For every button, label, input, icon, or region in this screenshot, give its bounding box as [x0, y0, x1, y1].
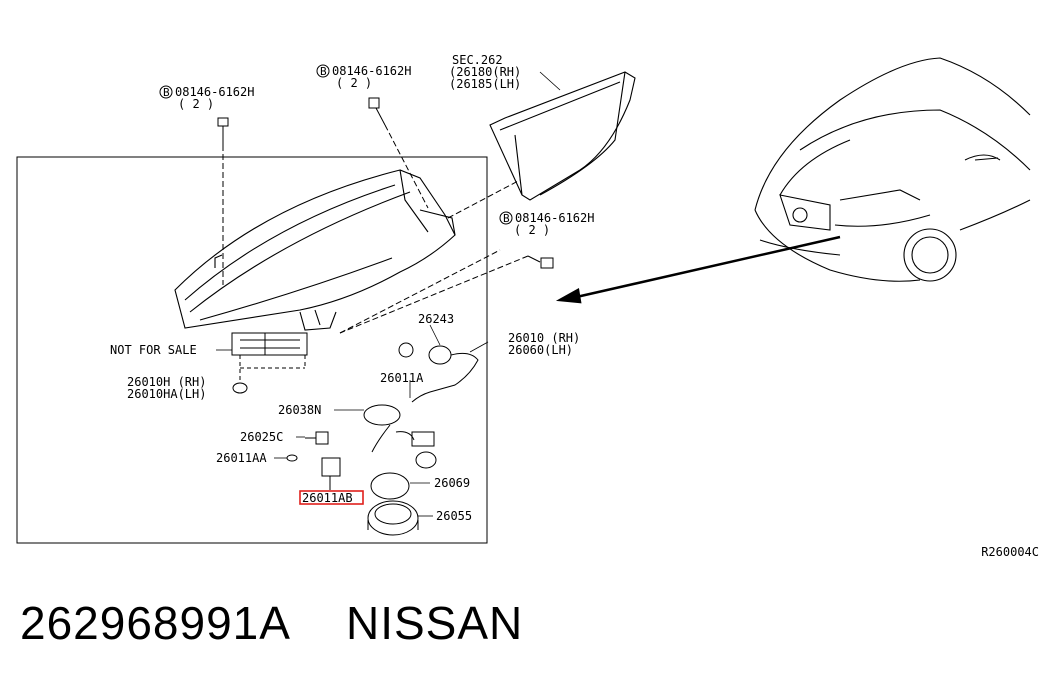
section-lh: (26185(LH)	[449, 77, 521, 91]
label-26010HA: 26010HA(LH)	[127, 387, 206, 401]
bolt-right	[339, 179, 554, 334]
bracket	[231, 249, 501, 394]
lens-cover	[489, 71, 636, 201]
diagram-frame	[16, 156, 488, 544]
brand-name: NISSAN	[346, 597, 524, 649]
bolt-code-right: 08146-6162H	[515, 211, 594, 225]
bulb-components	[286, 342, 479, 536]
label-26060: 26060(LH)	[508, 343, 573, 357]
bolt-marker-text: B	[320, 65, 327, 78]
section-rh: (26180(RH)	[449, 65, 521, 79]
label-26010: 26010 (RH)	[508, 331, 580, 345]
headlamp-assembly	[174, 169, 456, 331]
highlight-box	[299, 490, 364, 505]
label-26038N: 26038N	[278, 403, 321, 417]
leader-lines	[216, 71, 561, 517]
label-26069: 26069	[434, 476, 470, 490]
bolt-code-middle: 08146-6162H	[332, 64, 411, 78]
bolt-label-left: B 08146-6162H ( 2 )	[159, 85, 254, 111]
bolt-middle	[368, 97, 429, 209]
label-26011A: 26011A	[380, 371, 424, 385]
bolt-qty-left: ( 2 )	[178, 97, 214, 111]
section-ref: SEC.262	[452, 53, 503, 67]
bolt-label-right: B 08146-6162H ( 2 )	[499, 211, 594, 237]
bolt-code-left: 08146-6162H	[175, 85, 254, 99]
part-number: 262968991A	[20, 597, 291, 649]
bolt-marker-left	[159, 85, 173, 99]
reference-code: R260004C	[981, 545, 1039, 559]
car-sketch	[754, 57, 1031, 282]
bolt-marker-text: B	[503, 212, 510, 225]
label-26025C: 26025C	[240, 430, 283, 444]
bolt-marker-text: B	[163, 86, 170, 99]
label-26010H: 26010H (RH)	[127, 375, 206, 389]
bolt-label-middle: B 08146-6162H ( 2 )	[316, 64, 411, 90]
bolt-qty-right: ( 2 )	[514, 223, 550, 237]
pointer-arrow	[555, 235, 841, 304]
not-for-sale-label: NOT FOR SALE	[110, 343, 197, 357]
label-26243: 26243	[418, 312, 454, 326]
label-26055: 26055	[436, 509, 472, 523]
bolt-qty-middle: ( 2 )	[336, 76, 372, 90]
bolt-left	[217, 117, 229, 285]
label-26011AA: 26011AA	[216, 451, 267, 465]
label-26011AB: 26011AB	[302, 491, 353, 505]
